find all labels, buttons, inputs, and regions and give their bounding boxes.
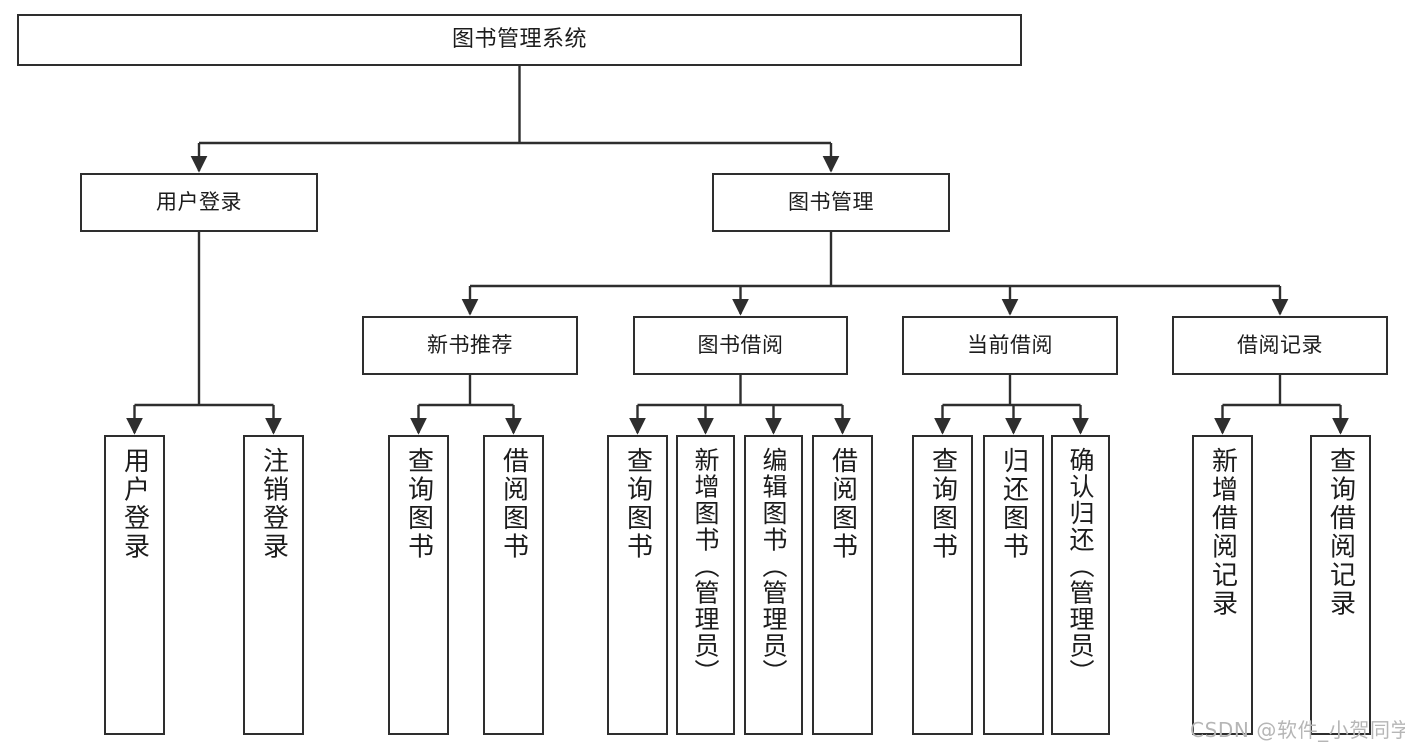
node-label: 用户登录 [119, 447, 150, 561]
node-root[interactable]: 图书管理系统 [17, 14, 1022, 66]
node-label: 新增借阅记录 [1207, 447, 1238, 618]
node-label: 借阅图书 [827, 447, 858, 561]
node-label: 查询图书 [622, 447, 653, 561]
node-label: 借阅图书 [498, 447, 529, 561]
node-label: 图书管理系统 [451, 26, 587, 52]
node-leaf-add-book[interactable]: 新增图书（管理员） [676, 435, 735, 735]
node-leaf-user-logout[interactable]: 注销登录 [243, 435, 304, 735]
node-leaf-edit-book[interactable]: 编辑图书（管理员） [744, 435, 803, 735]
node-book-manage[interactable]: 图书管理 [712, 173, 950, 232]
node-leaf-return-book[interactable]: 归还图书 [983, 435, 1044, 735]
node-borrow-record[interactable]: 借阅记录 [1172, 316, 1388, 375]
node-leaf-borrow-book-1[interactable]: 借阅图书 [483, 435, 544, 735]
node-leaf-confirm-return[interactable]: 确认归还（管理员） [1051, 435, 1110, 735]
node-label: 用户登录 [156, 189, 242, 214]
node-leaf-query-book-2[interactable]: 查询图书 [607, 435, 668, 735]
node-label: 新增图书（管理员） [691, 447, 720, 686]
node-leaf-query-record[interactable]: 查询借阅记录 [1310, 435, 1371, 735]
node-new-book-rec[interactable]: 新书推荐 [362, 316, 578, 375]
node-label: 查询图书 [403, 447, 434, 561]
node-label: 借阅记录 [1237, 332, 1323, 357]
node-label: 归还图书 [998, 447, 1029, 561]
node-leaf-query-book-3[interactable]: 查询图书 [912, 435, 973, 735]
node-leaf-borrow-book-2[interactable]: 借阅图书 [812, 435, 873, 735]
node-label: 注销登录 [258, 447, 289, 561]
node-label: 当前借阅 [967, 332, 1053, 357]
node-leaf-query-book-1[interactable]: 查询图书 [388, 435, 449, 735]
node-leaf-add-record[interactable]: 新增借阅记录 [1192, 435, 1253, 735]
node-label: 图书管理 [788, 189, 874, 214]
node-book-borrow[interactable]: 图书借阅 [633, 316, 848, 375]
node-label: 编辑图书（管理员） [759, 447, 788, 686]
node-leaf-user-login[interactable]: 用户登录 [104, 435, 165, 735]
node-current-borrow[interactable]: 当前借阅 [902, 316, 1118, 375]
node-label: 新书推荐 [427, 332, 513, 357]
node-label: 查询图书 [927, 447, 958, 561]
node-label: 图书借阅 [697, 332, 784, 357]
node-user-login[interactable]: 用户登录 [80, 173, 318, 232]
csdn-watermark: CSDN @软件_小贺同学 [1190, 718, 1405, 742]
node-label: 确认归还（管理员） [1066, 447, 1095, 686]
node-label: 查询借阅记录 [1325, 447, 1356, 618]
